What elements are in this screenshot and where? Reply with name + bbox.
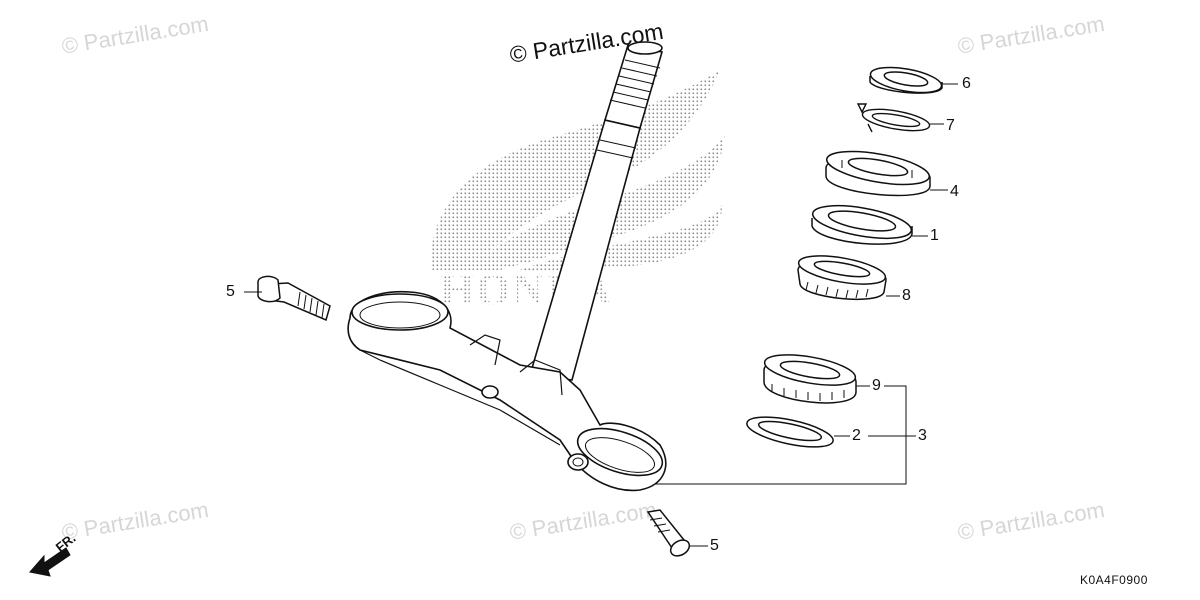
callout-lower-race: 2: [852, 427, 861, 444]
pinch-bolt-lower: [646, 509, 691, 557]
lock-washer: [856, 103, 931, 133]
callout-dust-seal: 6: [962, 75, 971, 92]
lower-bearing: [763, 354, 857, 404]
upper-bearing: [797, 255, 887, 301]
callout-upper-bearing: 8: [902, 287, 911, 304]
pinch-bolt-upper: [257, 275, 331, 322]
diagram-code: K0A4F0900: [1080, 573, 1148, 587]
leader-lines: [244, 83, 958, 547]
lower-bearing-race: [746, 416, 834, 448]
callout-bolt-upper: 5: [226, 283, 235, 300]
callout-upper-race: 1: [930, 227, 939, 244]
steering-stem: [528, 41, 664, 381]
lower-triple-clamp: [347, 290, 667, 492]
upper-bearing-race: [811, 204, 913, 245]
adjusting-nut: [825, 150, 931, 197]
callout-bearing-assembly: 3: [918, 427, 927, 444]
callout-lock-washer: 7: [946, 117, 955, 134]
callout-adjusting-nut: 4: [950, 183, 959, 200]
front-direction-arrow: [29, 547, 71, 577]
callout-lower-bearing: 9: [872, 377, 881, 394]
brand-wing-logo: [430, 70, 725, 271]
dust-seal: [869, 66, 943, 94]
callout-bolt-lower: 5: [710, 537, 719, 554]
